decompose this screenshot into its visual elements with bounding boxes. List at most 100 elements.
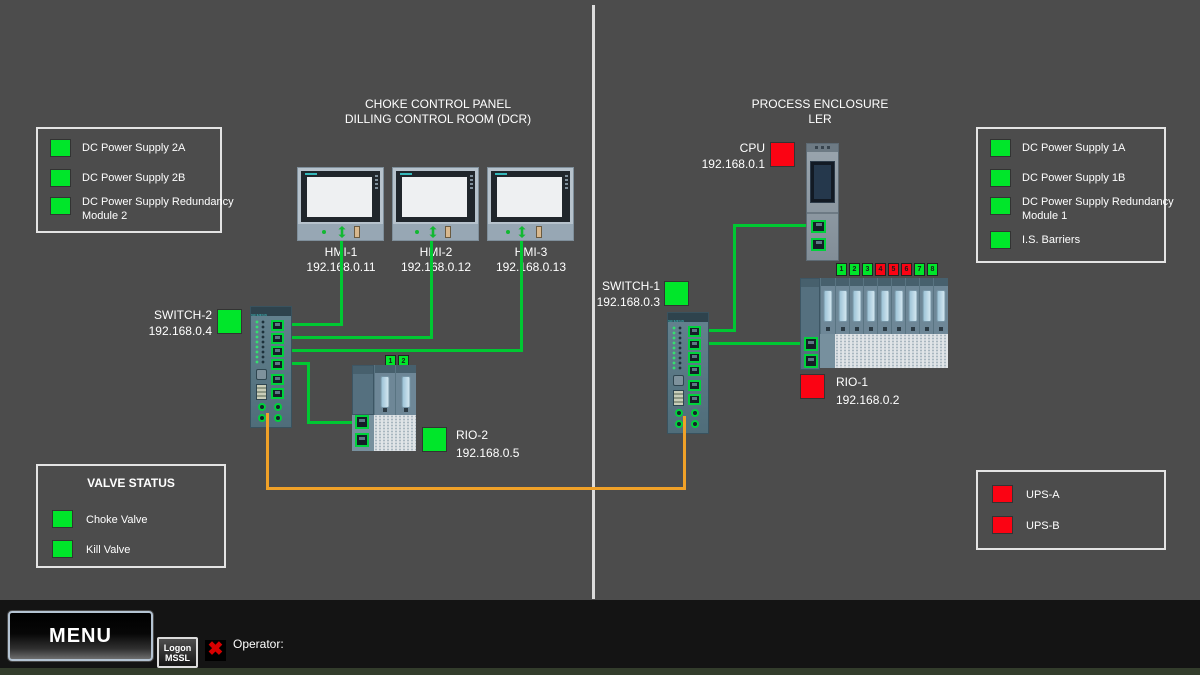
ups-label-b: UPS-B [1026, 520, 1060, 532]
device-hmi-2 [392, 167, 479, 241]
io-module-1 [835, 278, 849, 334]
cable-switch2-rio2 [288, 362, 310, 365]
switch2-name: SWITCH-2 [154, 308, 212, 322]
logon-mssl-button[interactable]: Logon MSSL [157, 637, 198, 668]
rio1-module-led-3: 3 [862, 263, 873, 276]
status-led-switch2 [217, 309, 242, 334]
legend-label-redundancy-1: DC Power Supply Redundancy Module 1 [1022, 196, 1174, 222]
status-led-rio1 [800, 374, 825, 399]
cpu-display [810, 161, 835, 203]
hmi-screen [307, 177, 372, 217]
cable-hmi3-switch2 [520, 239, 523, 352]
cpu-name: CPU [739, 141, 765, 155]
fiber-port-icon [691, 420, 699, 428]
cable-cpu-switch1 [733, 224, 736, 332]
status-led-dc-2b [50, 169, 71, 187]
switch-port-4 [688, 365, 701, 376]
serial-connector-icon [354, 226, 360, 238]
hmi-screen [497, 177, 562, 217]
status-led-kill-valve [52, 540, 73, 558]
cable-hmi1-switch2 [288, 323, 343, 326]
cpu-top-rail [807, 144, 838, 152]
rio2-name: RIO-2 [456, 428, 489, 442]
device-rio-2 [352, 365, 416, 451]
rio2-ip: 192.168.0.5 [456, 446, 520, 460]
cable-ring-orange [266, 487, 686, 490]
valve-label-choke: Choke Valve [86, 514, 148, 526]
io-module [374, 365, 395, 415]
siemens-logo-icon: SIEMENS [251, 313, 268, 316]
status-led-redundancy-1 [990, 197, 1011, 215]
switch1-name: SWITCH-1 [602, 279, 660, 293]
cable-hmi3-switch2 [288, 349, 523, 352]
console-jack-icon [256, 369, 267, 380]
cable-hmi2-switch2 [288, 336, 433, 339]
status-led-choke-valve [52, 510, 73, 528]
cable-hmi1-switch2 [340, 239, 343, 326]
io-module-7 [919, 278, 933, 334]
io-module-4 [877, 278, 891, 334]
device-hmi-3 [487, 167, 574, 241]
rio1-module-led-4: 4 [875, 263, 886, 276]
rio1-module-led-6: 6 [901, 263, 912, 276]
operator-label: Operator: [233, 637, 284, 651]
terminal-block-icon [673, 390, 684, 406]
switch-port-5 [688, 380, 701, 391]
rio-port-1 [355, 415, 369, 429]
cable-switch2-rio2 [307, 362, 310, 424]
console-jack-icon [673, 375, 684, 386]
valve-label-kill: Kill Valve [86, 544, 131, 556]
status-led-rio2 [422, 427, 447, 452]
switch-port-1 [271, 320, 284, 331]
section-title-dcr: CHOKE CONTROL PANEL DILLING CONTROL ROOM… [313, 97, 563, 127]
hmi-screen [402, 177, 467, 217]
rio-im-base [820, 334, 835, 368]
device-switch-2: SIEMENS [250, 306, 292, 428]
rio-port-1 [804, 337, 818, 351]
cable-cpu-switch1 [704, 329, 736, 332]
switch1-ip: 192.168.0.3 [596, 295, 660, 309]
switch-led-column [672, 326, 682, 371]
siemens-logo-icon: SIEMENS [810, 153, 837, 159]
rio1-module-led-5: 5 [888, 263, 899, 276]
legend-box-power-1: DC Power Supply 1A DC Power Supply 1B DC… [976, 127, 1174, 263]
hmi-3-ip: 192.168.0.13 [495, 260, 567, 274]
cpu-ip: 192.168.0.1 [701, 157, 765, 171]
logoff-x-icon[interactable]: ✖ [205, 640, 226, 661]
siemens-logo-icon [495, 173, 507, 175]
fiber-port-icon [274, 414, 282, 422]
cable-switch1-rio1 [704, 342, 804, 345]
switch-port-2 [688, 339, 701, 350]
status-led-redundancy-2 [50, 197, 71, 215]
rio1-ip: 192.168.0.2 [836, 393, 900, 407]
status-led-dc-1b [990, 169, 1011, 187]
section-title-ler-line1: PROCESS ENCLOSURE [751, 97, 889, 111]
hmi-2-ip: 192.168.0.12 [400, 260, 472, 274]
status-led-dc-1a [990, 139, 1011, 157]
cable-cpu-switch1 [733, 224, 810, 227]
status-led-is-barriers [990, 231, 1011, 249]
serial-connector-icon [445, 226, 451, 238]
ethernet-connector-icon [429, 226, 437, 238]
menu-button[interactable]: MENU [8, 611, 153, 661]
siemens-logo-icon [305, 173, 317, 175]
serial-connector-icon [536, 226, 542, 238]
rio-terminal-base [374, 415, 416, 451]
fiber-port-icon [675, 420, 683, 428]
section-title-ler: PROCESS ENCLOSURE LER [720, 97, 920, 127]
siemens-logo-icon: SIEMENS [668, 319, 685, 322]
rio1-name: RIO-1 [836, 375, 869, 389]
switch-port-3 [271, 346, 284, 357]
rio1-module-led-2: 2 [849, 263, 860, 276]
rio1-module-led-8: 8 [927, 263, 938, 276]
rio-top-rail [801, 279, 819, 287]
io-module-5 [891, 278, 905, 334]
switch-led-column [255, 320, 265, 365]
io-module-3 [863, 278, 877, 334]
cpu-separator [807, 212, 838, 214]
rio1-module-led-7: 7 [914, 263, 925, 276]
hmi-connector-dots [565, 175, 568, 189]
switch-port-1 [688, 326, 701, 337]
section-title-ler-line2: LER [808, 112, 832, 126]
